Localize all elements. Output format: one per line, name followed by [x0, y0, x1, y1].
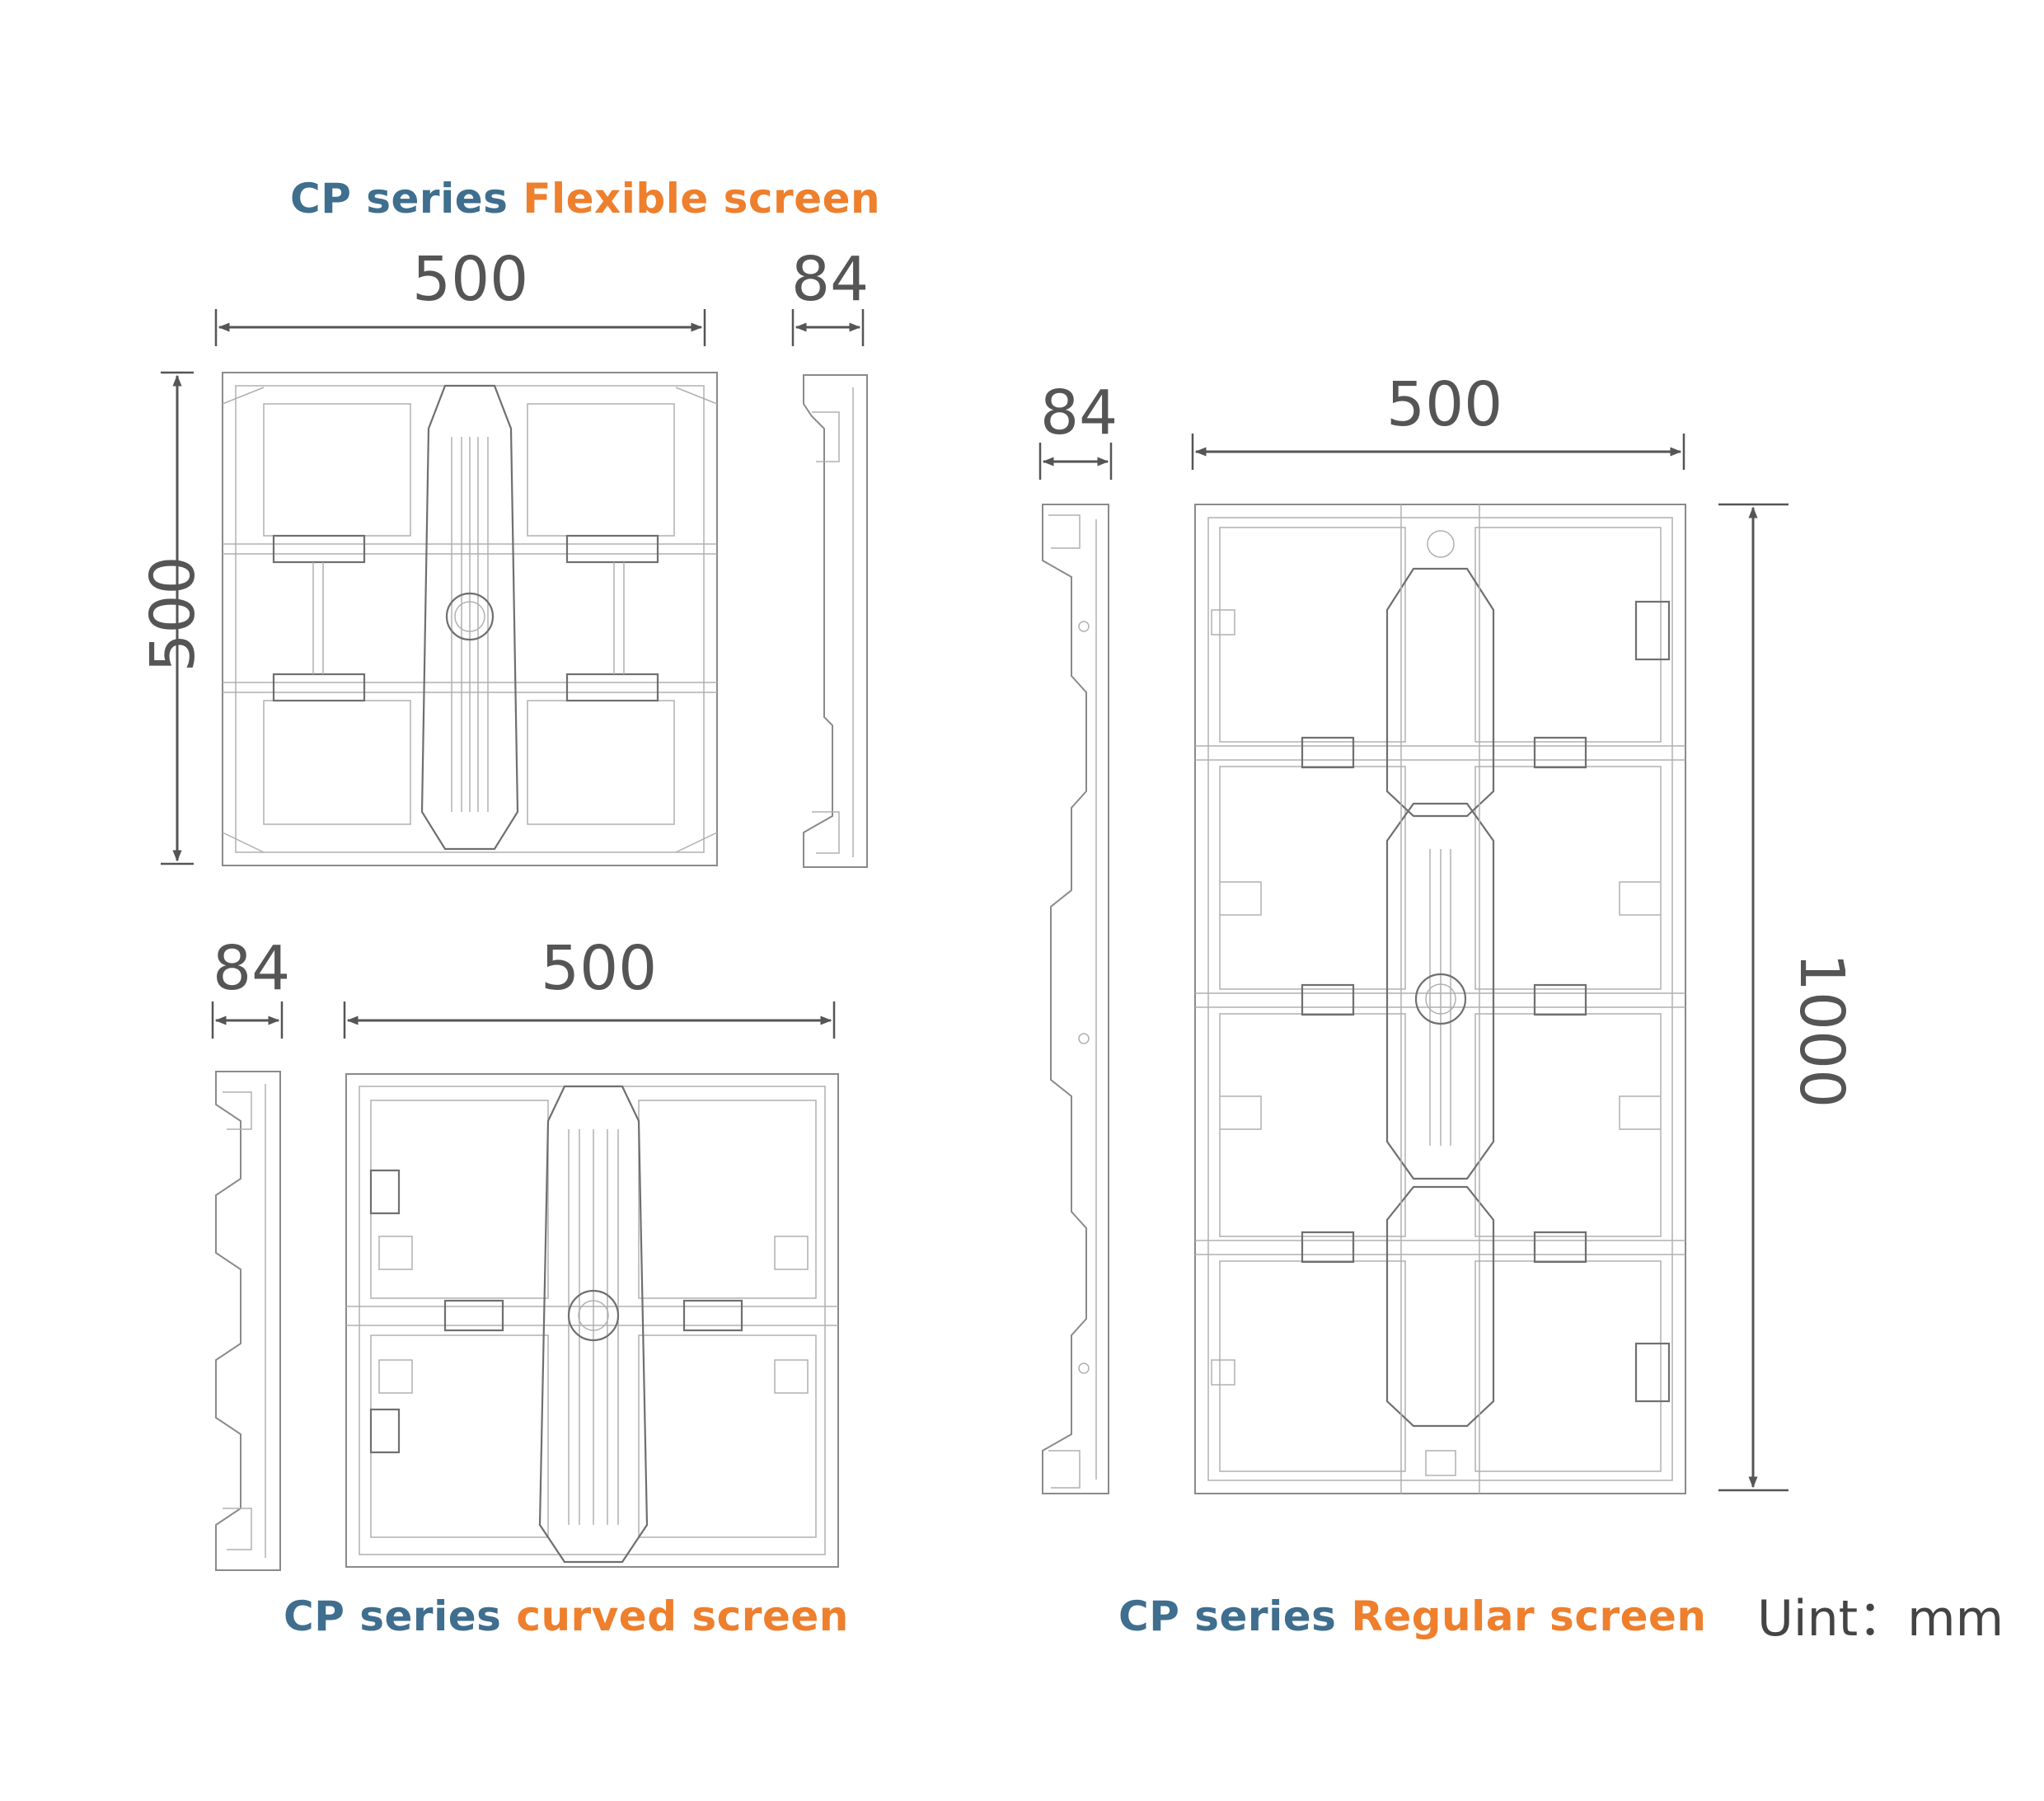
regular-front-view: [1194, 504, 1686, 1494]
dim-flexible-width: 500: [412, 244, 529, 315]
flexible-side-view: [803, 374, 868, 868]
title-curved: CP series curved screen: [284, 1592, 849, 1640]
dimension-arrows: [161, 309, 1788, 1492]
title-flexible-suffix: Flexible screen: [523, 175, 881, 223]
title-regular-suffix: Regular screen: [1351, 1592, 1707, 1640]
regular-side-view: [1042, 504, 1109, 1494]
dim-regular-width: 500: [1386, 369, 1503, 440]
title-flexible: CP series Flexible screen: [290, 175, 880, 223]
title-regular-prefix: CP series: [1118, 1592, 1337, 1640]
title-flexible-prefix: CP series: [290, 175, 509, 223]
dim-curved-depth: 84: [213, 933, 291, 1004]
title-regular: CP series Regular screen: [1118, 1592, 1707, 1640]
flexible-front-view: [222, 372, 718, 866]
curved-side-view: [215, 1071, 281, 1571]
unit-label: Uint：mm: [1757, 1590, 2004, 1648]
curved-front-view: [345, 1073, 839, 1568]
dim-flexible-depth: 84: [791, 244, 870, 315]
dim-regular-depth: 84: [1040, 378, 1118, 448]
title-curved-prefix: CP series: [284, 1592, 502, 1640]
title-curved-suffix: curved screen: [516, 1592, 849, 1640]
dim-curved-width: 500: [541, 933, 658, 1004]
